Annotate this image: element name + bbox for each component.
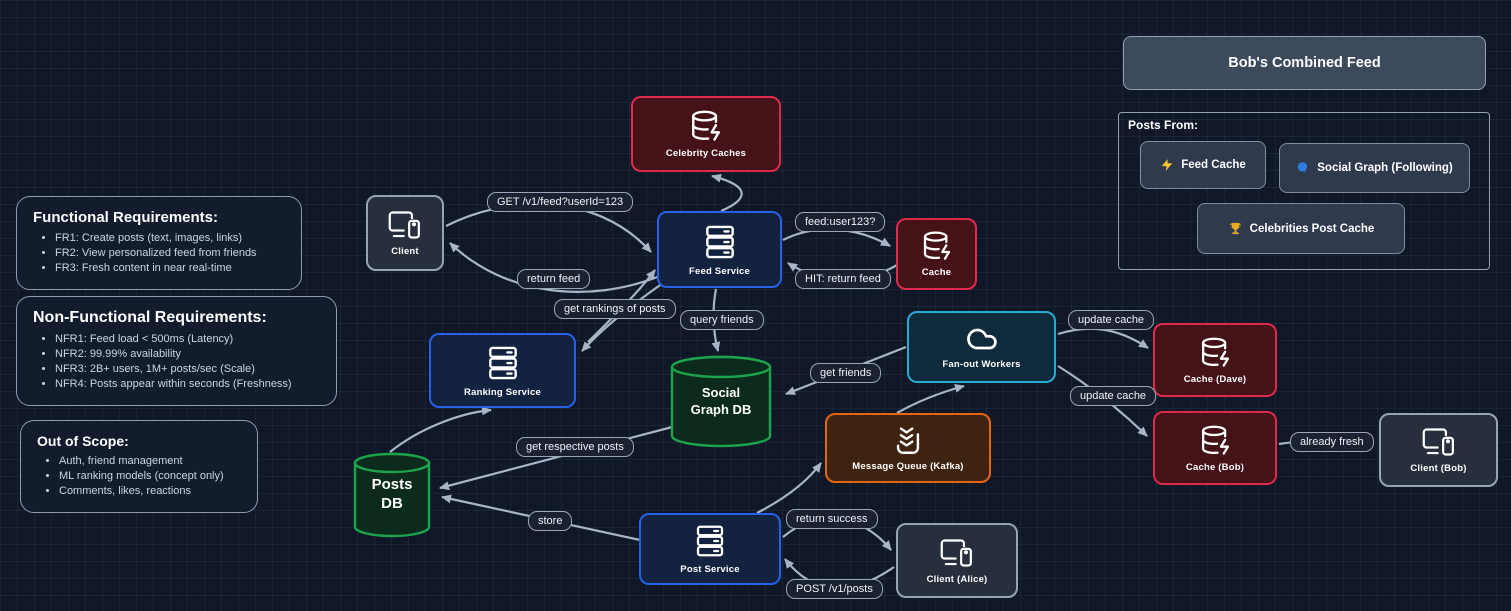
database-lightning-icon — [689, 109, 723, 143]
trophy-icon — [1228, 221, 1243, 236]
chip-social-graph[interactable]: Social Graph (Following) — [1279, 143, 1470, 193]
bullet-list: Auth, friend management ML ranking model… — [37, 455, 241, 497]
node-label: Cache (Dave) — [1183, 373, 1247, 385]
database-lightning-icon — [1199, 424, 1232, 457]
edge-feed-service-to-client[interactable] — [449, 242, 661, 293]
chip-label: Feed Cache — [1181, 159, 1246, 171]
edge-social-graph-db-to-posts-db[interactable] — [439, 424, 677, 491]
server-icon — [701, 223, 739, 261]
queue-icon — [891, 424, 925, 456]
edge-label-return-feed[interactable]: return feed — [517, 269, 591, 289]
node-label: Celebrity Caches — [665, 148, 747, 159]
server-icon — [692, 523, 728, 559]
node-label: Social Graph DB — [690, 385, 752, 417]
bobs-combined-feed-header[interactable]: Bob's Combined Feed — [1123, 36, 1486, 90]
node-ranking-service[interactable]: Ranking Service — [429, 333, 576, 408]
bullet-item: NFR3: 2B+ users, 1M+ posts/sec (Scale) — [55, 363, 320, 375]
devices-icon — [1421, 426, 1457, 458]
edge-label-update-cache-bob[interactable]: update cache — [1070, 386, 1157, 406]
edge-label-get-feed[interactable]: GET /v1/feed?userId=123 — [487, 192, 634, 212]
posts-from-label: Posts From: — [1128, 118, 1199, 132]
cloud-icon — [963, 324, 1001, 354]
chip-label: Celebrities Post Cache — [1249, 222, 1375, 235]
nonfunctional-requirements-panel[interactable]: Non-Functional Requirements: NFR1: Feed … — [16, 296, 337, 406]
panel-title: Out of Scope: — [37, 433, 129, 449]
chip-celebrities-post-cache[interactable]: Celebrities Post Cache — [1197, 203, 1405, 254]
edge-label-update-cache-dave[interactable]: update cache — [1068, 310, 1155, 330]
edge-posts-db-to-ranking-service[interactable] — [389, 406, 492, 453]
server-icon — [484, 344, 522, 382]
node-client[interactable]: Client — [366, 195, 444, 271]
edge-feed-service-to-celebrity-caches[interactable] — [711, 173, 743, 213]
edge-label-store[interactable]: store — [528, 511, 573, 531]
panel-title: Non-Functional Requirements: — [33, 309, 267, 326]
functional-requirements-panel[interactable]: Functional Requirements: FR1: Create pos… — [16, 196, 302, 290]
edge-message-queue-to-fanout[interactable] — [896, 384, 965, 414]
node-label: Post Service — [680, 564, 740, 575]
bullet-item: NFR1: Feed load < 500ms (Latency) — [55, 333, 320, 345]
edge-label-hit-return-feed[interactable]: HIT: return feed — [795, 269, 891, 289]
cylinder-shape — [353, 452, 431, 538]
bullet-item: FR2: View personalized feed from friends — [55, 247, 285, 259]
node-posts-db[interactable]: Posts DB — [353, 452, 431, 538]
edge-label-query-friends[interactable]: query friends — [680, 310, 764, 330]
node-client-alice[interactable]: Client (Alice) — [896, 523, 1018, 598]
edge-label-get-rankings[interactable]: get rankings of posts — [554, 299, 676, 319]
bullet-item: ML ranking models (concept only) — [59, 470, 241, 482]
edge-label-post-v1-posts[interactable]: POST /v1/posts — [786, 579, 883, 599]
edge-fanout-to-cache-dave[interactable] — [1057, 327, 1149, 349]
lightning-icon — [1160, 158, 1174, 172]
edge-label-already-fresh[interactable]: already fresh — [1290, 432, 1374, 452]
bullet-item: NFR2: 99.99% availability — [55, 348, 320, 360]
node-client-bob[interactable]: Client (Bob) — [1379, 413, 1498, 487]
database-lightning-icon — [921, 230, 953, 262]
node-cache[interactable]: Cache — [896, 218, 977, 290]
node-label: Posts DB — [371, 476, 413, 512]
devices-icon — [387, 209, 423, 241]
edge-label-get-friends[interactable]: get friends — [810, 363, 882, 383]
header-title: Bob's Combined Feed — [1228, 55, 1381, 71]
node-social-graph-db[interactable]: Social Graph DB — [670, 355, 772, 448]
out-of-scope-panel[interactable]: Out of Scope: Auth, friend management ML… — [20, 420, 258, 513]
node-label: Cache (Bob) — [1185, 461, 1245, 473]
node-cache-dave[interactable]: Cache (Dave) — [1153, 323, 1277, 397]
panel-title: Functional Requirements: — [33, 209, 219, 226]
bullet-item: Auth, friend management — [59, 455, 241, 467]
edge-post-service-to-message-queue[interactable] — [756, 462, 822, 514]
edge-label-get-respective-posts[interactable]: get respective posts — [516, 437, 634, 457]
node-label: Fan-out Workers — [942, 359, 1021, 370]
chip-label: Social Graph (Following) — [1317, 162, 1453, 174]
bullet-item: Comments, likes, reactions — [59, 485, 241, 497]
node-post-service[interactable]: Post Service — [639, 513, 781, 585]
edge-label-return-success[interactable]: return success — [786, 509, 878, 529]
node-fanout-workers[interactable]: Fan-out Workers — [907, 311, 1056, 383]
bullet-item: FR3: Fresh content in near real-time — [55, 262, 285, 274]
database-lightning-icon — [1199, 336, 1232, 369]
speech-balloon-icon — [1296, 161, 1310, 175]
cylinder-shape — [670, 355, 772, 448]
node-label: Client (Alice) — [926, 573, 988, 585]
node-message-queue-kafka[interactable]: Message Queue (Kafka) — [825, 413, 991, 483]
node-label: Ranking Service — [464, 386, 541, 398]
bullet-list: NFR1: Feed load < 500ms (Latency) NFR2: … — [33, 333, 320, 390]
bullet-item: FR1: Create posts (text, images, links) — [55, 232, 285, 244]
node-label: Client (Bob) — [1410, 463, 1467, 474]
node-label: Cache — [921, 267, 952, 278]
node-cache-bob[interactable]: Cache (Bob) — [1153, 411, 1277, 485]
bullet-list: FR1: Create posts (text, images, links) … — [33, 232, 285, 274]
node-celebrity-caches[interactable]: Celebrity Caches — [631, 96, 781, 172]
node-label: Message Queue (Kafka) — [852, 461, 964, 472]
devices-icon — [939, 537, 975, 569]
bullet-item: NFR4: Posts appear within seconds (Fresh… — [55, 378, 320, 390]
node-label: Client — [391, 246, 419, 257]
node-feed-service[interactable]: Feed Service — [657, 211, 782, 288]
edge-label-feed-user123[interactable]: feed:user123? — [795, 212, 886, 232]
chip-feed-cache[interactable]: Feed Cache — [1140, 141, 1266, 189]
posts-from-group[interactable] — [1118, 112, 1490, 270]
node-label: Feed Service — [688, 265, 751, 277]
